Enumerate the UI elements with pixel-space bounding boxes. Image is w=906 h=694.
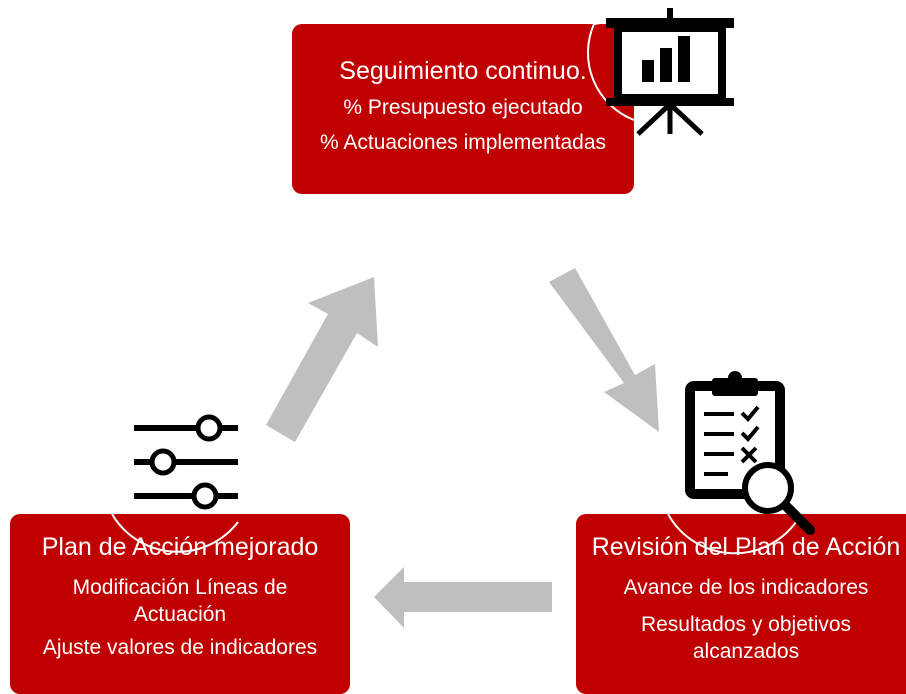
step-seguimiento-box: Seguimiento continuo. % Presupuesto ejec… bbox=[292, 24, 634, 194]
step-plan-mejorado-title: Plan de Acción mejorado bbox=[41, 533, 319, 561]
step-seguimiento-line-1: % Presupuesto ejecutado bbox=[343, 96, 583, 119]
step-plan-mejorado-line-1: Modificación Líneas de Actuación bbox=[72, 576, 288, 626]
step-revision-line-1: Avance de los indicadores bbox=[623, 576, 869, 599]
step-revision-title: Revisión del Plan de Acción bbox=[591, 533, 901, 561]
step-seguimiento-line-2: % Actuaciones implementadas bbox=[320, 131, 606, 154]
clipboard-search-icon bbox=[685, 371, 815, 535]
arrow-right-to-left bbox=[374, 567, 552, 628]
arrow-top-to-right bbox=[549, 268, 659, 432]
step-revision-box: Revisión del Plan de Acción Avance de lo… bbox=[576, 514, 906, 694]
step-plan-mejorado-line-2: Ajuste valores de indicadores bbox=[42, 636, 318, 659]
step-revision-line-2: Resultados y objetivos alcanzados bbox=[640, 613, 852, 663]
arrow-left-to-top bbox=[266, 277, 378, 442]
sliders-icon bbox=[134, 414, 238, 510]
step-seguimiento-title: Seguimiento continuo. bbox=[339, 57, 587, 85]
step-plan-mejorado-box: Plan de Acción mejorado Modificación Lín… bbox=[10, 514, 350, 694]
